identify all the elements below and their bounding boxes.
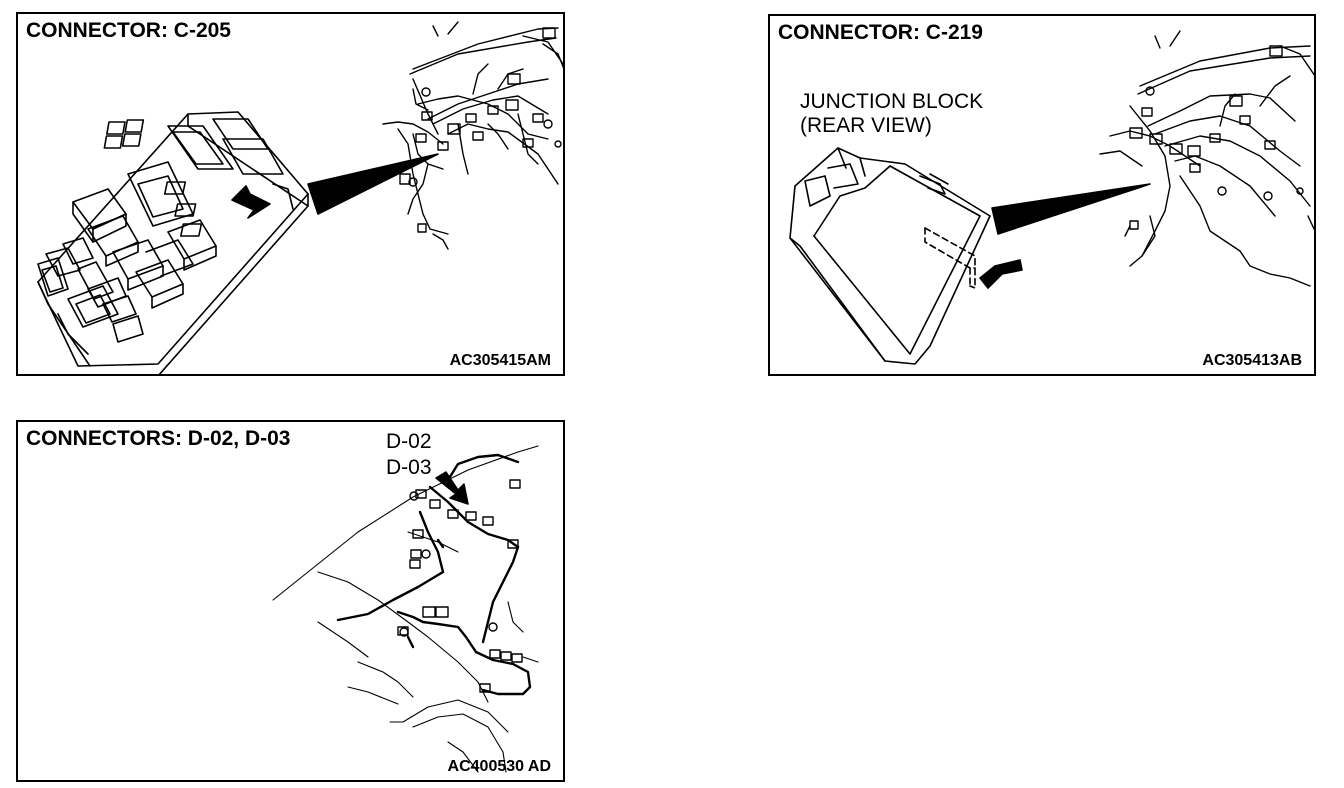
c219-illustration (789, 30, 1314, 365)
junction-block-label: JUNCTION BLOCK (800, 90, 984, 113)
zoom-wedge (307, 153, 439, 215)
panel-title: CONNECTORS: D-02, D-03 (26, 427, 291, 450)
connector-label-d03: D-03 (386, 456, 432, 479)
connector-shapes (397, 479, 523, 693)
relay-box-drawing (37, 111, 309, 374)
c205-illustration (37, 21, 563, 374)
c219-location-arrow (979, 259, 1023, 289)
c205-location-arrow (231, 185, 271, 219)
junction-block-drawing (789, 147, 991, 365)
connector-label-d02: D-02 (386, 430, 432, 453)
panel-title: CONNECTOR: C-219 (778, 21, 983, 44)
vehicle-body-drawing (272, 445, 539, 773)
figure-code: AC305413AB (1202, 352, 1302, 369)
panel-title: CONNECTOR: C-205 (26, 19, 231, 42)
figure-code: AC305415AM (449, 352, 551, 369)
rear-view-label: (REAR VIEW) (800, 114, 932, 137)
d02-d03-illustration (272, 445, 539, 773)
wiring-harness-drawing (336, 453, 532, 696)
diagram-panel-c205: CONNECTOR: C-205 AC305415AM (16, 12, 565, 376)
diagram-panel-c219: CONNECTOR: C-219 JUNCTION BLOCK (REAR VI… (768, 14, 1316, 376)
dashboard-wiring-drawing (1099, 30, 1314, 287)
diagram-panel-d02-d03: CONNECTORS: D-02, D-03 D-02 D-03 AC40053… (16, 420, 565, 782)
dashboard-wiring-drawing (382, 21, 563, 250)
figure-code: AC400530 AD (447, 758, 551, 775)
zoom-wedge (991, 183, 1151, 235)
d02-d03-location-arrow (435, 471, 469, 505)
